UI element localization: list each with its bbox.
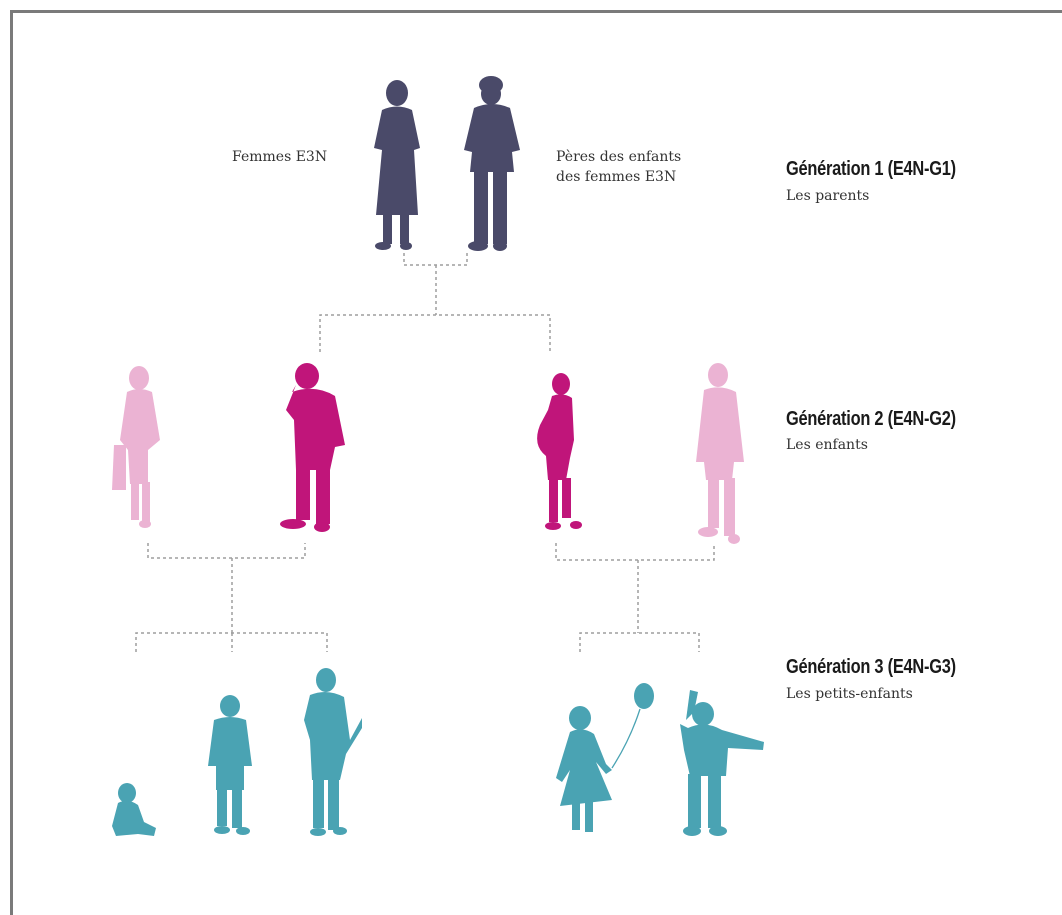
connector-g2-left-couple bbox=[147, 543, 306, 559]
grandson-left-silhouette bbox=[208, 695, 252, 835]
generation-3-title: Génération 3 (E4N-G3) bbox=[786, 656, 956, 678]
son-in-law-silhouette bbox=[696, 363, 744, 544]
women-e3n-label: Femmes E3N bbox=[232, 149, 328, 165]
pregnant-daughter-silhouette bbox=[537, 373, 582, 530]
boy-waving-silhouette bbox=[680, 690, 764, 836]
woman-e3n-silhouette bbox=[374, 80, 420, 250]
connector-g1-to-g2 bbox=[319, 314, 551, 352]
daughter-in-law-left-silhouette bbox=[112, 366, 160, 528]
diagram-frame bbox=[10, 10, 1062, 915]
granddaughter-teen-silhouette bbox=[304, 668, 362, 836]
fathers-label-line2: des femmes E3N bbox=[556, 169, 677, 185]
son-on-phone-silhouette bbox=[280, 363, 345, 532]
connector-g2-right-couple bbox=[555, 543, 715, 561]
father-silhouette bbox=[464, 76, 520, 251]
generation-1-title: Génération 1 (E4N-G1) bbox=[786, 158, 956, 180]
connector-g1-couple bbox=[403, 253, 468, 266]
generation-2-title: Génération 2 (E4N-G2) bbox=[786, 408, 956, 430]
girl-with-balloon-silhouette bbox=[556, 683, 654, 832]
generation-2-subtitle: Les enfants bbox=[786, 437, 868, 453]
fathers-label-line1: Pères des enfants bbox=[556, 149, 682, 165]
baby-silhouette bbox=[112, 783, 156, 836]
generation-3-subtitle: Les petits-enfants bbox=[786, 686, 913, 702]
connector-g2-right-to-g3 bbox=[579, 632, 700, 652]
connector-lines bbox=[135, 253, 715, 652]
generation-1-subtitle: Les parents bbox=[786, 188, 870, 204]
